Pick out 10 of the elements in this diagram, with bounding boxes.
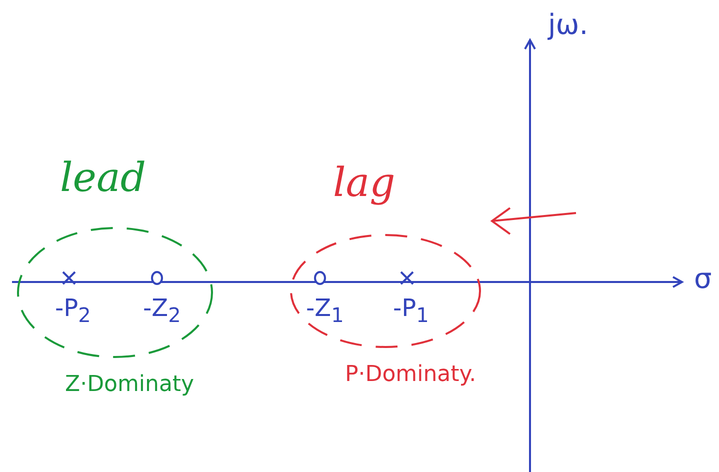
region-heading: lag [333,160,396,206]
zero-label: -Z$_{2}$ [143,294,181,327]
real-axis-label: σ [694,262,712,295]
region-heading: lead [60,155,146,201]
dominance-note: Z·Dominaty [65,372,194,397]
zero-label: -Z$_{1}$ [306,294,344,327]
imaginary-axis-label: jω. [548,8,588,41]
pole-label: -P$_{2}$ [55,294,91,327]
pole-label: -P$_{1}$ [393,294,429,327]
dominance-note: P·Dominaty. [345,362,476,387]
